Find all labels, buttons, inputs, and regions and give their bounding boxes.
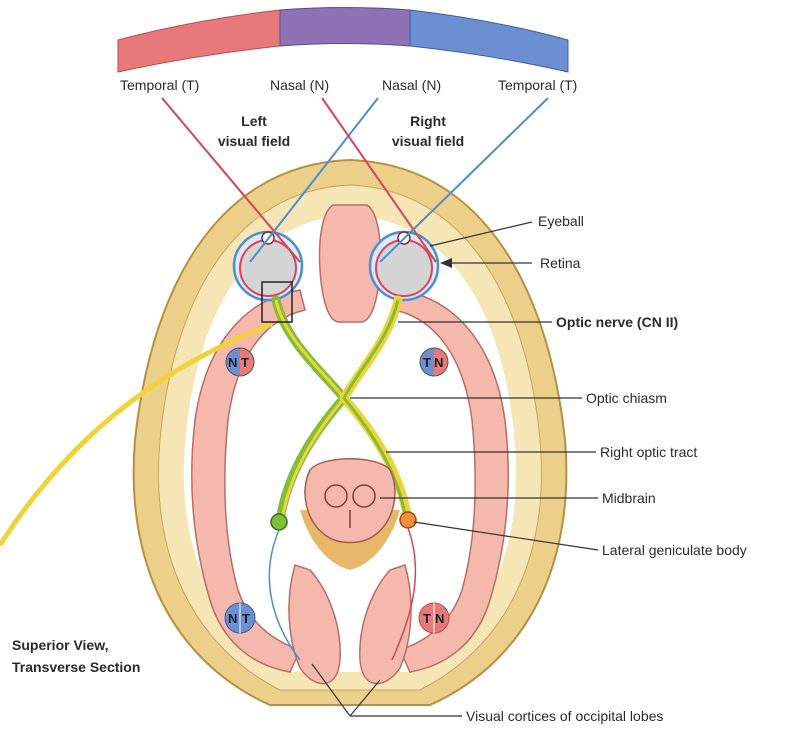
view-caption-line1: Superior View,	[12, 637, 108, 653]
label-right-nasal: Nasal (N)	[382, 77, 441, 93]
quad-marker-lower-left-n: N	[228, 611, 237, 626]
label-right-visual-field-1: Right	[410, 113, 446, 129]
right-eyeball-inner	[376, 240, 432, 296]
midbrain-body	[305, 459, 395, 543]
quad-marker-upper-left-t: T	[241, 355, 249, 370]
right-lateral-geniculate	[400, 512, 416, 528]
label-eyeball: Eyeball	[538, 213, 584, 229]
quad-marker-lower-left: N T	[225, 603, 255, 633]
view-caption-line2: Transverse Section	[12, 659, 140, 675]
quad-marker-lower-left-t: T	[242, 611, 250, 626]
label-left-visual-field-2: visual field	[218, 133, 290, 149]
label-midbrain: Midbrain	[602, 490, 656, 506]
quad-marker-upper-right: T N	[420, 348, 448, 376]
right-eyeball	[370, 232, 438, 300]
quad-marker-upper-left: N T	[226, 348, 254, 376]
quad-marker-lower-right-t: T	[423, 611, 431, 626]
left-lateral-geniculate	[271, 514, 287, 530]
label-left-temporal: Temporal (T)	[120, 77, 199, 93]
left-field-band	[118, 10, 280, 72]
right-field-band	[410, 10, 568, 72]
label-optic-nerve: Optic nerve (CN II)	[556, 314, 678, 330]
quad-marker-upper-right-t: T	[423, 355, 431, 370]
label-lateral-geniculate: Lateral geniculate body	[602, 542, 747, 558]
label-left-visual-field-1: Left	[241, 113, 267, 129]
label-right-visual-field-2: visual field	[392, 133, 464, 149]
quad-marker-lower-right-n: N	[435, 611, 444, 626]
label-optic-chiasm: Optic chiasm	[586, 390, 667, 406]
label-retina: Retina	[540, 255, 581, 271]
label-visual-cortices: Visual cortices of occipital lobes	[466, 708, 663, 724]
label-left-nasal: Nasal (N)	[270, 77, 329, 93]
quad-marker-lower-right: T N	[419, 603, 449, 633]
middle-field-band	[280, 8, 410, 47]
midbrain	[305, 459, 395, 543]
quad-marker-upper-right-n: N	[434, 355, 443, 370]
label-right-temporal: Temporal (T)	[498, 77, 577, 93]
quad-marker-upper-left-n: N	[228, 355, 237, 370]
visual-field-arc	[118, 8, 568, 73]
label-right-optic-tract: Right optic tract	[600, 444, 697, 460]
